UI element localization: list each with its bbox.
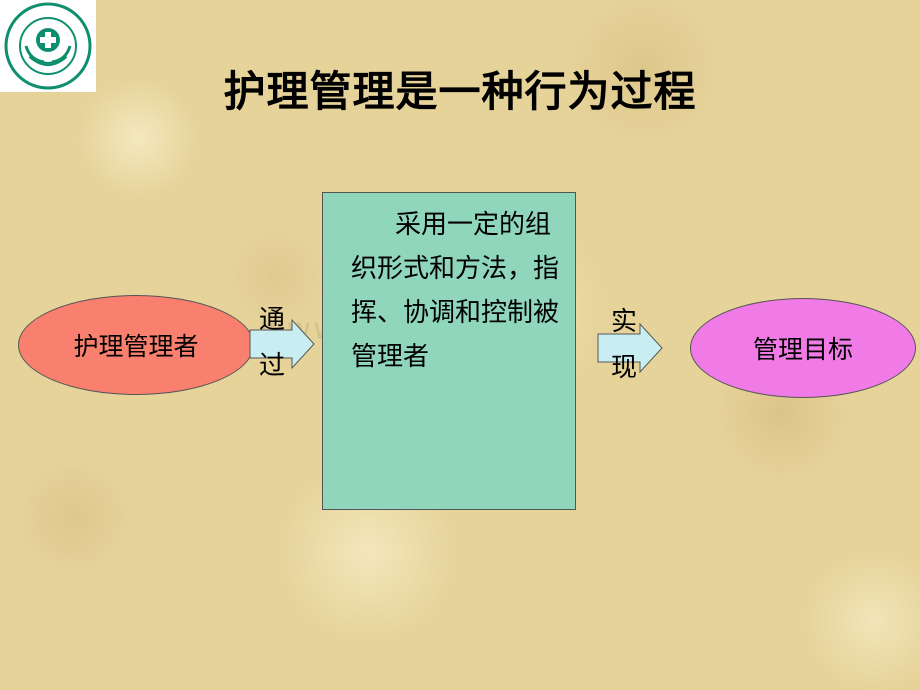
node-nursing-manager: 护理管理者 (18, 295, 254, 395)
node-nursing-manager-label: 护理管理者 (73, 332, 199, 361)
node-management-goal-label: 管理目标 (752, 335, 853, 364)
arrow-label-through: 通 过 (257, 300, 287, 386)
arrow-right-icon (597, 322, 663, 374)
arrow-label-through-char1: 通 (258, 305, 285, 335)
arrow-label-achieve-char2: 现 (610, 353, 637, 383)
process-box: 采用一定的组织形式和方法，指挥、协调和控制被管理者 (322, 192, 576, 510)
arrow-label-achieve: 实 现 (609, 302, 639, 388)
node-management-goal: 管理目标 (690, 298, 916, 398)
arrow-label-through-char2: 过 (258, 351, 285, 381)
slide-title: 护理管理是一种行为过程 (223, 67, 697, 116)
arrow-right-icon (249, 318, 315, 370)
arrow-label-achieve-char1: 实 (610, 307, 637, 337)
logo-emblem-icon (4, 2, 92, 90)
hospital-logo (0, 0, 96, 92)
